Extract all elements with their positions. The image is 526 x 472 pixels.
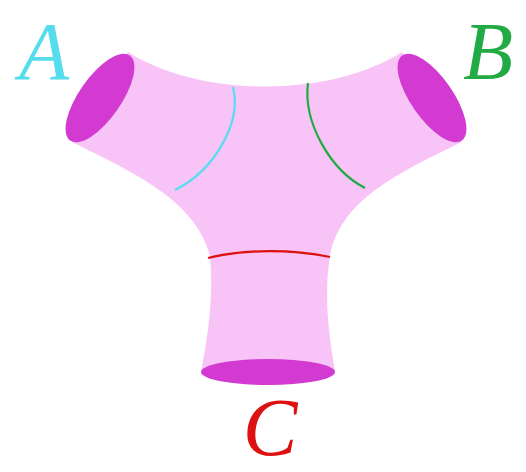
curve-a <box>175 87 235 190</box>
boundary-label: A <box>19 11 69 93</box>
boundary-c <box>201 359 335 385</box>
boundary-label: B <box>463 11 513 93</box>
boundary-label: C <box>243 387 298 469</box>
surface-body <box>72 52 462 372</box>
curve-c <box>208 251 330 258</box>
curve-b <box>307 83 365 188</box>
